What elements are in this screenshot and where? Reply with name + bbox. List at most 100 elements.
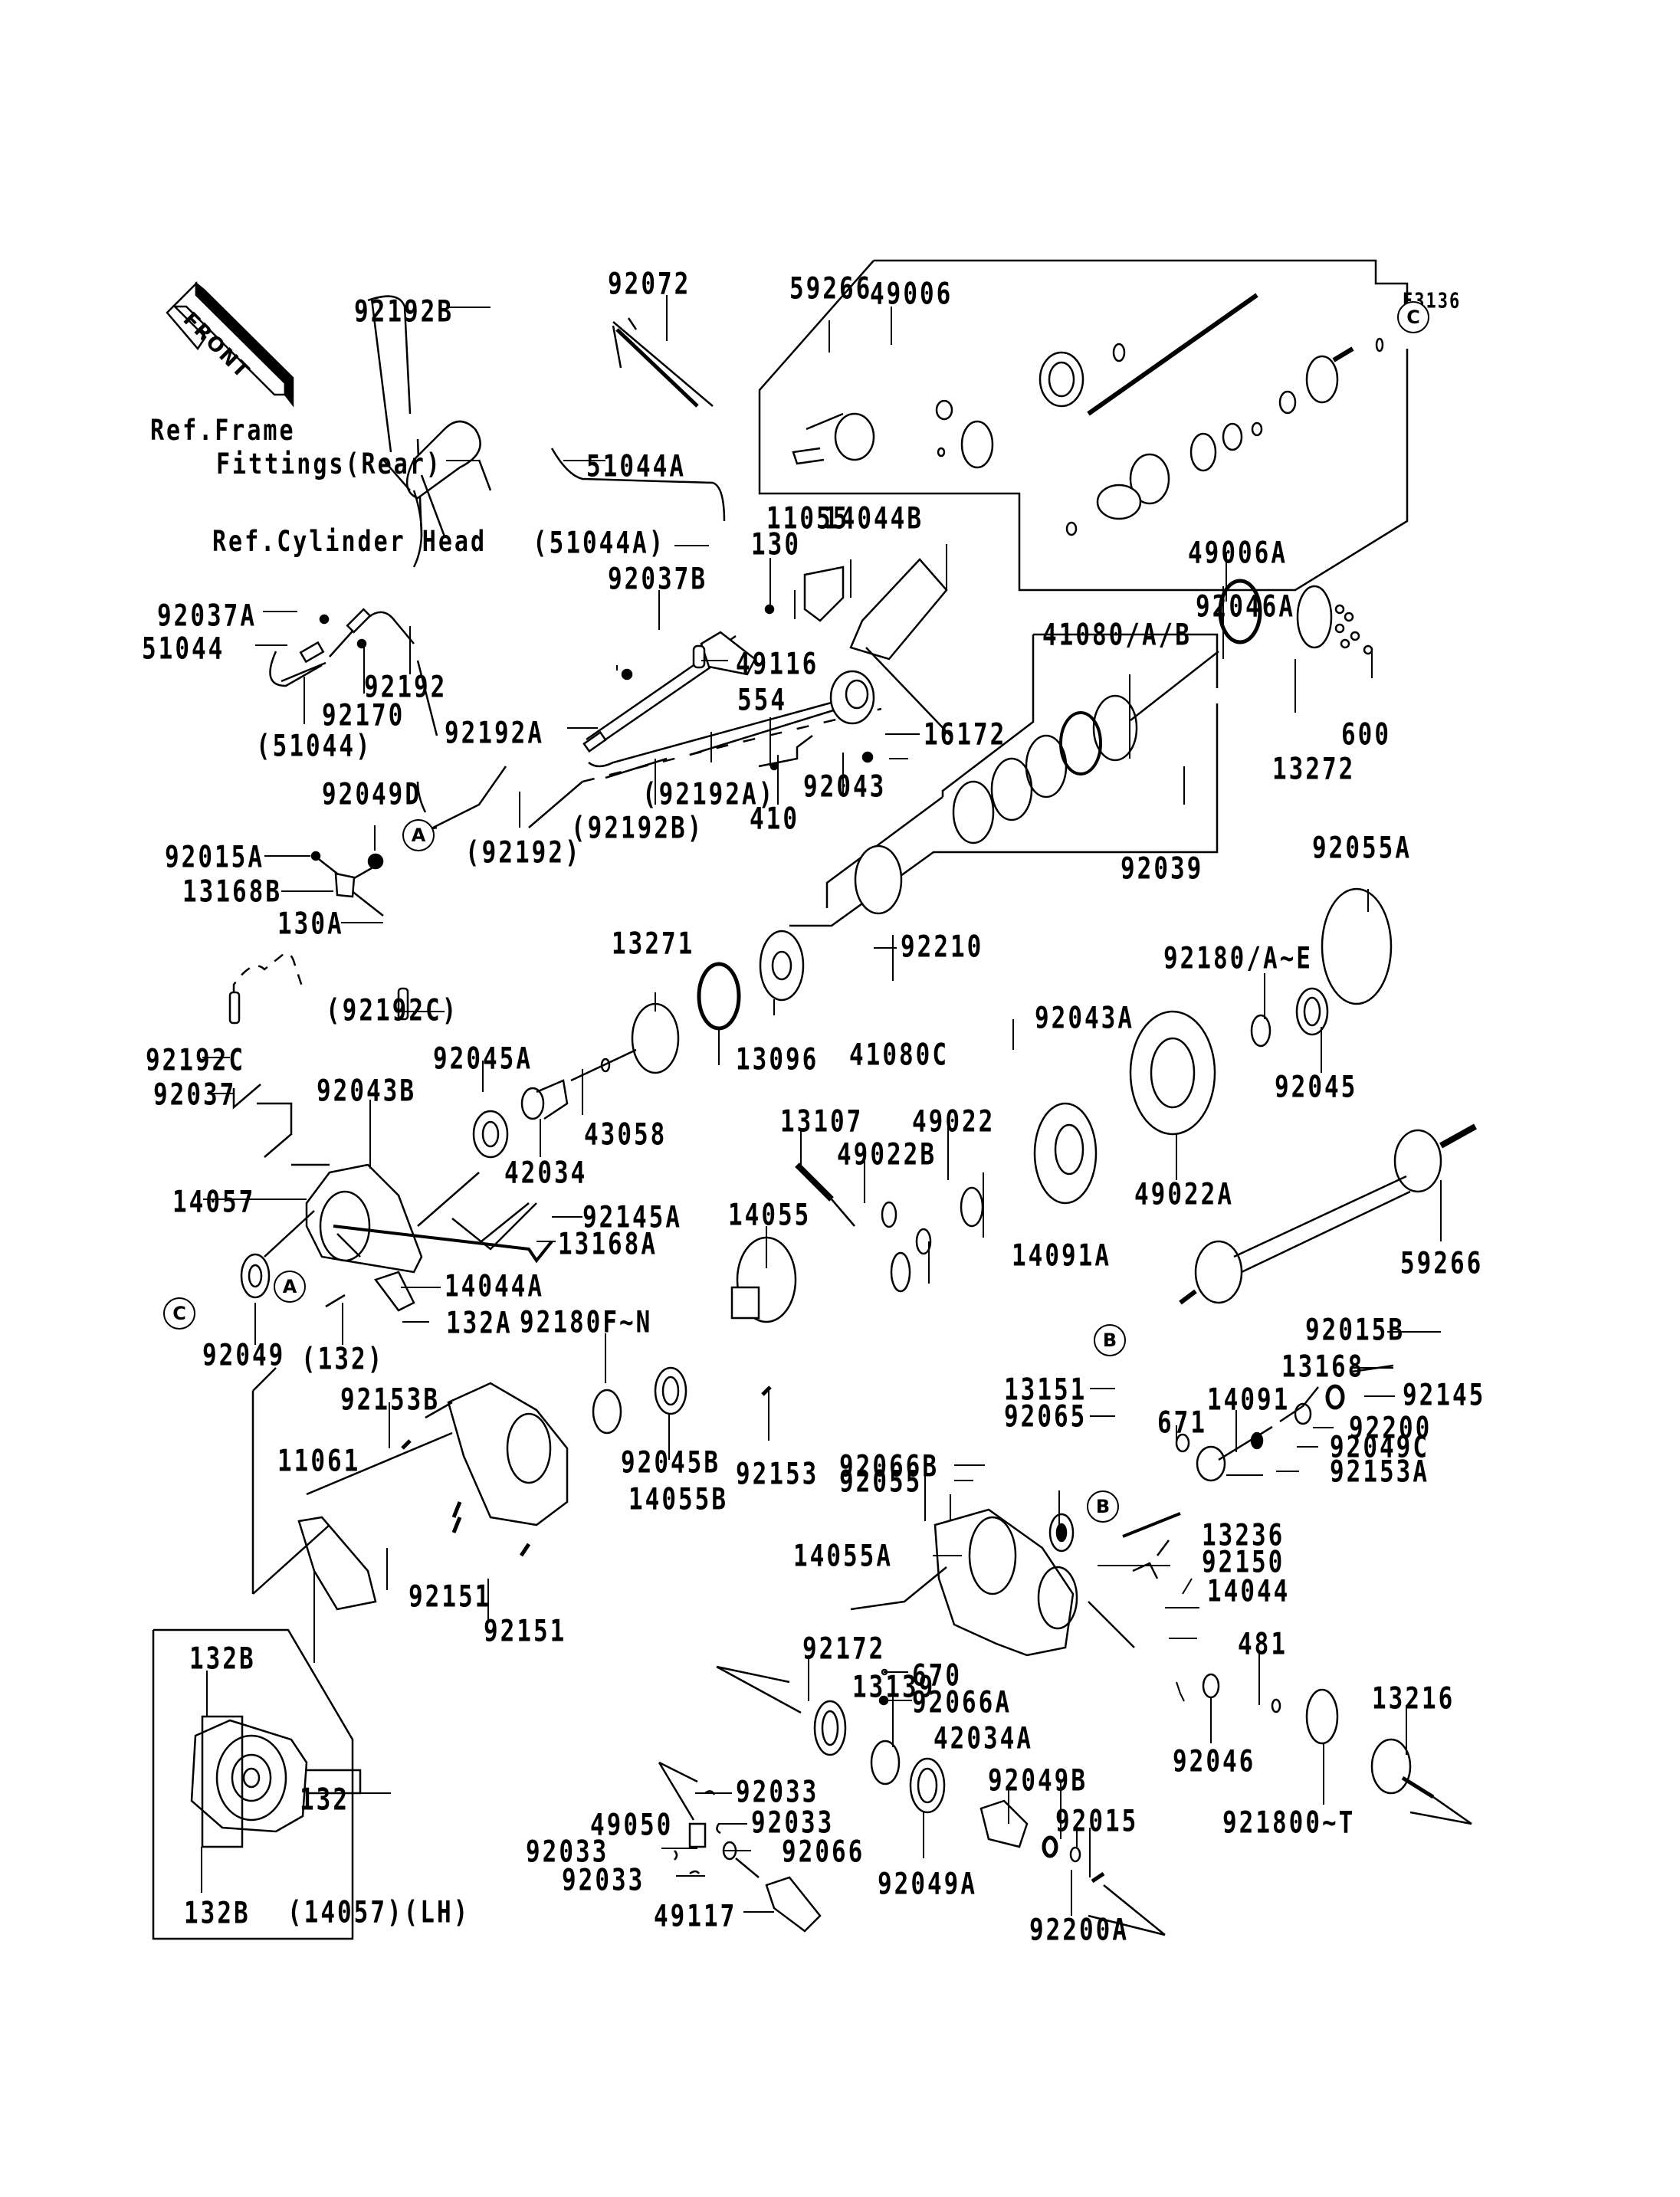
part-label[interactable]: 92045A [433, 1041, 533, 1077]
part-label[interactable]: 16172 [924, 717, 1007, 753]
connector-b[interactable]: B [1087, 1490, 1119, 1523]
connector-c[interactable]: C [1397, 301, 1429, 333]
part-label[interactable]: 14044A [445, 1269, 544, 1304]
part-label[interactable]: 92043B [317, 1074, 416, 1109]
part-label[interactable]: 92151 [409, 1579, 492, 1615]
part-label[interactable]: (92192A) [642, 777, 776, 812]
part-label[interactable]: (92192B) [571, 811, 704, 846]
part-label[interactable]: (92192C) [326, 993, 459, 1028]
part-label[interactable]: 92172 [802, 1631, 886, 1667]
part-label[interactable]: 14044 [1207, 1574, 1291, 1609]
part-label[interactable]: 92037 [153, 1077, 237, 1113]
part-label[interactable]: 13236 [1202, 1518, 1285, 1553]
part-label[interactable]: 92039 [1121, 851, 1204, 887]
part-label[interactable]: 49022B [837, 1137, 937, 1172]
part-label[interactable]: 11055 [766, 501, 850, 536]
part-label[interactable]: 49117 [654, 1899, 737, 1934]
part-label[interactable]: 92015B [1305, 1313, 1405, 1348]
part-label[interactable]: 92015 [1055, 1804, 1139, 1839]
part-label[interactable]: 13151 [1004, 1372, 1088, 1408]
part-label[interactable]: 14055B [628, 1482, 728, 1517]
part-label[interactable]: 92049B [988, 1763, 1088, 1799]
part-label[interactable]: 921800~T [1222, 1805, 1356, 1841]
connector-b[interactable]: B [1094, 1324, 1126, 1356]
part-label[interactable]: 92153 [736, 1457, 819, 1492]
part-label[interactable]: 92200A [1029, 1913, 1129, 1948]
part-label[interactable]: 49006 [870, 277, 953, 312]
part-label[interactable]: 14091A [1012, 1238, 1111, 1274]
part-label[interactable]: 13271 [612, 926, 695, 962]
part-label[interactable]: 481 [1238, 1627, 1288, 1662]
part-label[interactable]: 13216 [1372, 1681, 1455, 1717]
part-label[interactable]: 554 [737, 683, 787, 718]
part-label[interactable]: 92043 [803, 769, 887, 805]
part-label[interactable]: 92192A [445, 716, 544, 751]
part-label[interactable]: (92192) [465, 835, 582, 871]
part-label[interactable]: 49022 [912, 1104, 996, 1139]
part-label[interactable]: 92033 [736, 1775, 819, 1810]
part-label[interactable]: 92046 [1173, 1744, 1256, 1779]
part-label[interactable]: 51044A [586, 449, 686, 484]
part-label[interactable]: (132) [301, 1342, 385, 1377]
part-label[interactable]: 130A [277, 907, 344, 942]
part-label[interactable]: 92192 [364, 670, 448, 705]
part-label[interactable]: 92066B [839, 1449, 939, 1484]
part-label[interactable]: 43058 [584, 1117, 668, 1153]
part-label[interactable]: 92045B [621, 1445, 720, 1481]
part-label[interactable]: 13168 [1281, 1349, 1365, 1385]
part-label[interactable]: 14055A [793, 1539, 893, 1574]
part-label[interactable]: 41080C [849, 1038, 949, 1073]
part-label[interactable]: 92055 [839, 1464, 923, 1500]
part-label[interactable]: 92192B [354, 294, 454, 330]
part-label[interactable]: 92170 [322, 698, 405, 733]
part-label[interactable]: 92033 [751, 1805, 835, 1841]
part-label[interactable]: 410 [750, 802, 799, 837]
part-label[interactable]: 130 [751, 527, 801, 562]
part-label[interactable]: 14044B [824, 501, 924, 536]
connector-a[interactable]: A [402, 819, 435, 851]
part-label[interactable]: 92033 [526, 1835, 609, 1870]
part-label[interactable]: 49050 [590, 1808, 674, 1843]
part-label[interactable]: 13272 [1272, 752, 1356, 787]
part-label[interactable]: 92200 [1349, 1411, 1432, 1446]
part-label[interactable]: 92049C [1330, 1430, 1429, 1465]
part-label[interactable]: 51044 [142, 631, 225, 667]
part-label[interactable]: 92192C [146, 1043, 245, 1078]
part-label[interactable]: 14057 [172, 1185, 256, 1220]
part-label[interactable]: 11061 [277, 1444, 361, 1479]
part-label[interactable]: 92065 [1004, 1399, 1088, 1435]
part-label[interactable]: 42034A [934, 1721, 1033, 1756]
part-label[interactable]: 92153B [340, 1382, 440, 1418]
part-label[interactable]: 92150 [1202, 1545, 1285, 1580]
part-label[interactable]: 92066A [912, 1685, 1012, 1720]
part-label[interactable]: 92049 [202, 1338, 286, 1373]
connector-c[interactable]: C [163, 1297, 195, 1330]
part-label[interactable]: 670 [912, 1658, 962, 1694]
part-label[interactable]: 49116 [736, 647, 819, 682]
part-label[interactable]: (51044A) [533, 526, 666, 561]
part-label[interactable]: 13139 [852, 1670, 936, 1705]
part-label[interactable]: 92210 [901, 930, 984, 965]
part-label[interactable]: 49006A [1188, 536, 1288, 571]
part-label[interactable]: 132B [184, 1896, 251, 1931]
part-label[interactable]: 92015A [165, 840, 264, 875]
part-label[interactable]: 42034 [504, 1156, 588, 1191]
part-label[interactable]: 14055 [728, 1198, 812, 1233]
part-label[interactable]: 92045 [1275, 1070, 1358, 1105]
part-label[interactable]: 92043A [1035, 1001, 1134, 1036]
part-label[interactable]: 92037B [608, 562, 707, 597]
part-label[interactable]: 41080/A/B [1042, 618, 1192, 653]
part-label[interactable]: 92049A [878, 1867, 977, 1902]
part-label[interactable]: 132 [300, 1782, 349, 1818]
part-label[interactable]: 132B [189, 1641, 256, 1677]
part-label[interactable]: 92180F~N [520, 1305, 653, 1340]
part-label[interactable]: 92153A [1330, 1454, 1429, 1490]
part-label[interactable]: 671 [1157, 1405, 1207, 1441]
part-label[interactable]: (51044) [256, 729, 372, 764]
connector-a[interactable]: A [274, 1271, 306, 1303]
part-label[interactable]: 59266 [1400, 1246, 1484, 1281]
part-label[interactable]: 92066 [782, 1835, 865, 1870]
part-label[interactable]: 92046A [1196, 589, 1295, 625]
part-label[interactable]: 13168B [182, 874, 282, 910]
part-label[interactable]: 59266 [789, 271, 873, 307]
